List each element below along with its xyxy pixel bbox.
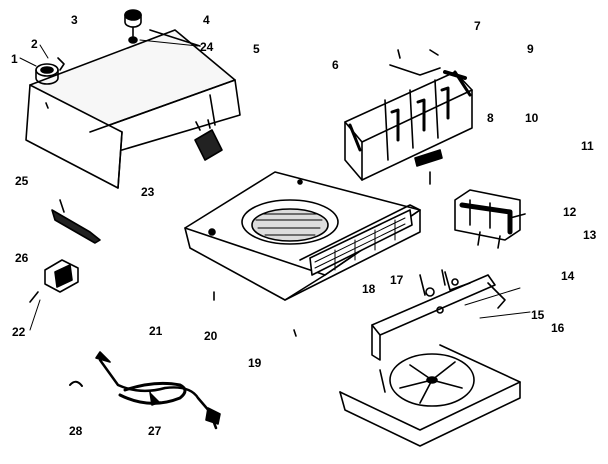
callout-28: 28	[69, 424, 83, 438]
callout-14: 14	[561, 269, 575, 283]
callout-25: 25	[15, 174, 29, 188]
motor	[454, 189, 526, 249]
callout-12: 12	[563, 205, 577, 219]
screw-c	[397, 49, 401, 59]
callout-21: 21	[149, 324, 163, 338]
callout-15: 15	[531, 308, 545, 322]
callout-26: 26	[15, 251, 29, 265]
callout-7: 7	[474, 19, 481, 33]
callout-20: 20	[204, 329, 218, 343]
callout-3: 3	[71, 13, 78, 27]
fan-blade	[339, 344, 521, 447]
callout-8: 8	[487, 111, 494, 125]
connector	[414, 149, 443, 167]
top-cover	[25, 29, 241, 189]
callout-5: 5	[253, 42, 260, 56]
callout-27: 27	[148, 424, 162, 438]
heater-element	[344, 49, 473, 181]
callout-19: 19	[248, 356, 262, 370]
callout-24: 24	[200, 40, 214, 54]
callout-23: 23	[141, 185, 155, 199]
callout-6: 6	[332, 58, 339, 72]
callout-16: 16	[551, 321, 565, 335]
callout-11: 11	[581, 139, 594, 153]
callout-22: 22	[12, 325, 26, 339]
power-cord	[69, 351, 221, 430]
thermostat-clip	[51, 199, 101, 244]
knob	[35, 63, 59, 85]
clip	[57, 57, 65, 71]
screw-b	[293, 329, 297, 337]
callout-13: 13	[583, 228, 597, 242]
callout-4: 4	[203, 13, 210, 27]
housing	[184, 171, 421, 301]
terminal-block	[29, 259, 79, 303]
callout-9: 9	[527, 42, 534, 56]
callout-2: 2	[31, 37, 38, 51]
callout-17: 17	[390, 273, 404, 287]
callout-1: 1	[11, 52, 18, 66]
leader-lines	[19, 39, 531, 331]
callout-10: 10	[525, 111, 539, 125]
top-knob	[124, 9, 142, 44]
bracket	[371, 269, 506, 361]
rotary-switch	[194, 119, 223, 161]
callout-18: 18	[362, 282, 376, 296]
